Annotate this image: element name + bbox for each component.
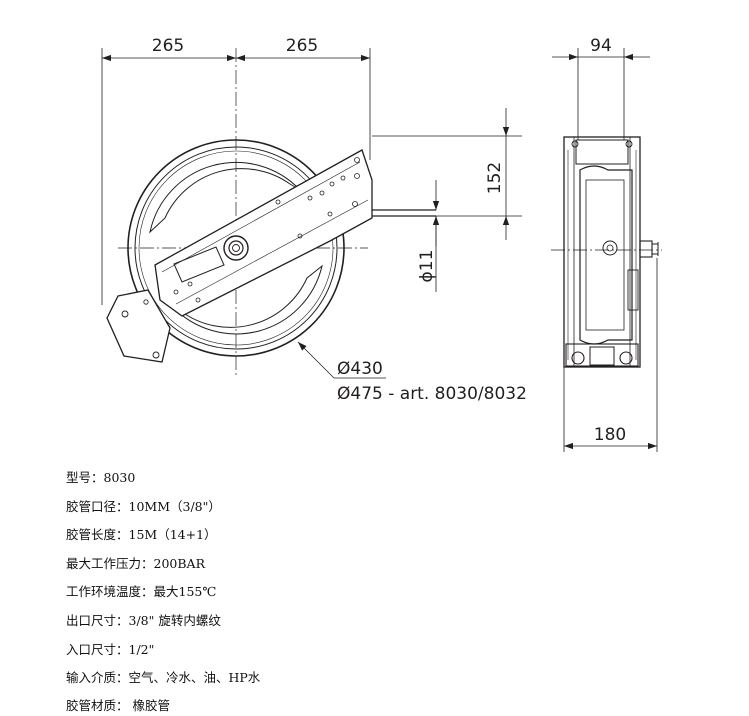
spec-hose-bore: 胶管口径：10MM（3/8"） [66,499,221,514]
drum-inner [134,146,338,350]
label-plate [173,246,225,283]
spec-temperature: 工作环境温度：最大155℃ [66,584,217,599]
dim-width-left: 265 [152,36,184,56]
front-view [106,48,436,378]
dim-diameter-alt: Ø475 - art. 8030/8032 [337,384,527,404]
base-bracket [106,289,171,363]
dimension-side-width [563,258,658,452]
dim-width-right: 265 [286,36,318,56]
diameter-leader [297,341,386,379]
hub [223,235,249,261]
mounting-arm [154,149,373,317]
side-view [551,136,662,368]
side-frame [563,136,641,368]
spec-model: 型号：8030 [66,470,136,485]
roller-left [571,351,585,365]
side-drum [579,165,633,345]
spec-outlet: 出口尺寸：3/8" 旋转内螺纹 [66,613,221,628]
dimension-width [101,48,371,305]
technical-drawing: 265 265 152 ϕ11 Ø430 Ø475 - art. 8030/80… [101,36,662,452]
dim-hole-diameter: ϕ11 [417,250,437,283]
dim-mount-height: 152 [485,162,505,194]
inlet-fitting [639,240,653,258]
dimension-height [372,108,522,240]
spec-media: 输入介质：空气、冷水、油、HP水 [66,670,261,685]
dimension-depth [552,48,650,140]
spec-hose-length: 胶管长度：15M（14+1） [66,527,217,542]
spec-hose-material: 胶管材质： 橡胶管 [66,698,170,713]
roller-right [619,351,633,365]
dim-diameter: Ø430 [337,359,383,379]
spec-max-pressure: 最大工作压力：200BAR [66,556,205,571]
drum-outer [127,139,345,357]
dim-side-depth: 94 [590,36,612,56]
dim-side-width: 180 [594,425,626,445]
spec-inlet: 入口尺寸：1/2" [66,642,155,657]
bracket-holes [173,157,360,303]
